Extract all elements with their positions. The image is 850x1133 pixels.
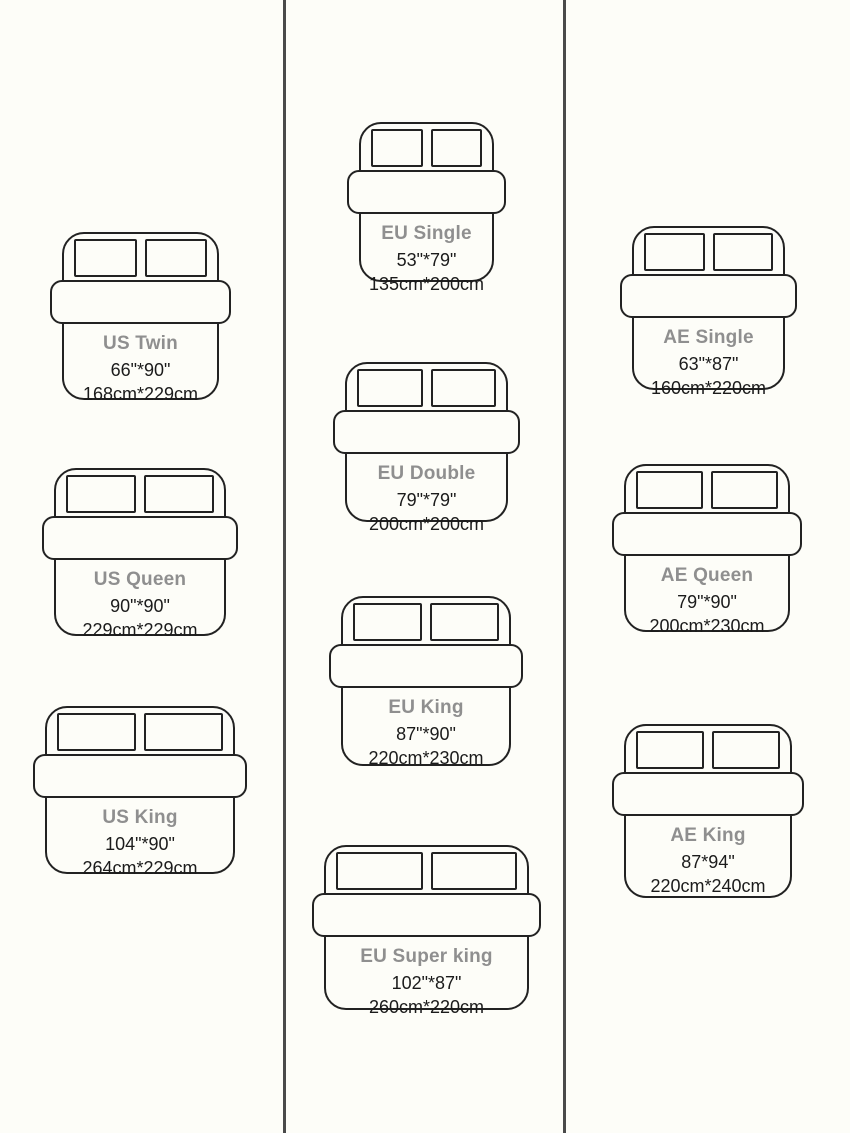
pillow-icon xyxy=(711,470,778,509)
pillow-row xyxy=(624,464,790,510)
pillow-row xyxy=(632,226,785,272)
pillow-icon xyxy=(430,851,517,890)
pillow-icon xyxy=(74,238,137,277)
pillow-row xyxy=(54,468,226,514)
blanket-band xyxy=(329,644,523,688)
pillow-icon xyxy=(430,602,499,641)
pillow-icon xyxy=(353,602,422,641)
blanket-band xyxy=(312,893,541,937)
column-divider-eu-ae xyxy=(563,0,566,1133)
pillow-icon xyxy=(144,474,214,513)
pillow-icon xyxy=(144,712,223,751)
blanket-band xyxy=(50,280,231,324)
pillow-icon xyxy=(66,474,136,513)
pillow-row xyxy=(341,596,511,642)
blanket-band xyxy=(42,516,238,560)
pillow-row xyxy=(62,232,219,278)
pillow-icon xyxy=(644,232,705,271)
blanket-band xyxy=(612,512,802,556)
blanket-band xyxy=(620,274,797,318)
pillow-icon xyxy=(144,238,207,277)
blanket-band xyxy=(333,410,520,454)
pillow-row xyxy=(345,362,508,408)
pillow-icon xyxy=(430,128,482,167)
pillow-icon xyxy=(636,470,703,509)
blanket-band xyxy=(33,754,247,798)
pillow-row xyxy=(45,706,235,752)
pillow-row xyxy=(624,724,792,770)
pillow-row xyxy=(359,122,494,168)
pillow-row xyxy=(324,845,529,891)
pillow-icon xyxy=(430,368,496,407)
pillow-icon xyxy=(712,730,780,769)
pillow-icon xyxy=(357,368,423,407)
pillow-icon xyxy=(712,232,773,271)
pillow-icon xyxy=(57,712,136,751)
column-divider-us-eu xyxy=(283,0,286,1133)
blanket-band xyxy=(347,170,506,214)
pillow-icon xyxy=(336,851,423,890)
blanket-band xyxy=(612,772,804,816)
pillow-icon xyxy=(636,730,704,769)
pillow-icon xyxy=(371,128,423,167)
